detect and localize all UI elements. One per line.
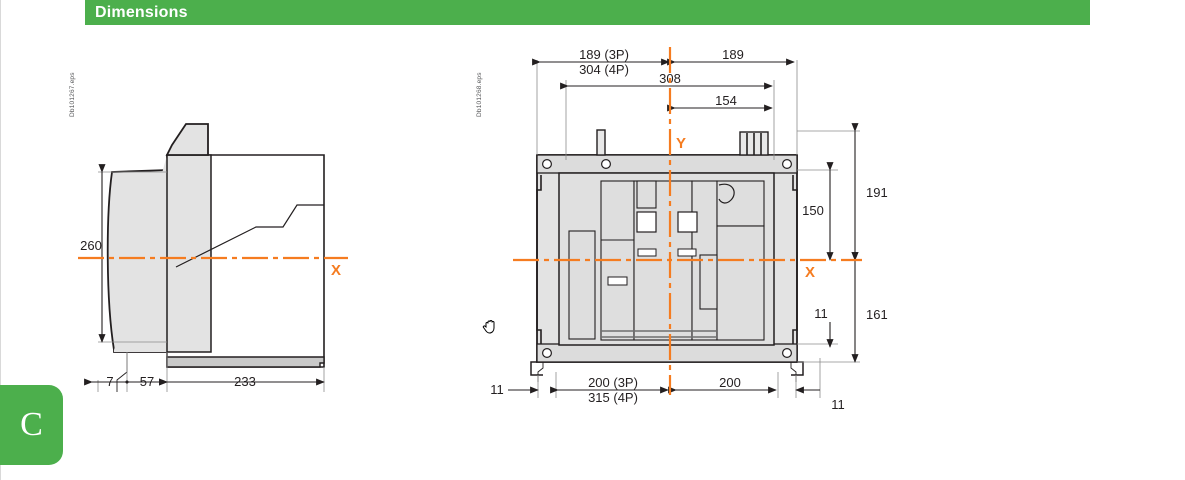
side-view-top-lug bbox=[165, 123, 209, 156]
dim-label-154: 154 bbox=[715, 93, 737, 108]
axis-label-x-front-view: X bbox=[805, 264, 815, 281]
handle-arc-icon bbox=[718, 183, 735, 204]
dim-label-304-4p: 304 (4P) bbox=[579, 62, 629, 77]
bolt-hole-top-right bbox=[781, 159, 792, 170]
dim-label-57: 57 bbox=[140, 374, 154, 389]
dim-label-233: 233 bbox=[234, 374, 256, 389]
indicator-window-right bbox=[677, 211, 698, 233]
dim-label-11-right-vertical: 11 bbox=[814, 306, 828, 321]
chapter-tab: C bbox=[0, 385, 63, 465]
dim-label-7: 7 bbox=[106, 374, 113, 389]
front-view-bottom-band bbox=[536, 343, 798, 363]
axis-label-y-front-view: Y bbox=[676, 135, 686, 152]
page-left-rule bbox=[0, 0, 1, 480]
side-view-drawing: 260 7 57 233 X bbox=[78, 123, 348, 392]
dim-label-11-bottom-left: 11 bbox=[490, 382, 504, 397]
side-view-base-plate bbox=[166, 356, 325, 368]
terminal-post-left bbox=[596, 129, 606, 156]
front-view-drawing: 189 (3P) 304 (4P) 189 308 154 191 150 bbox=[490, 47, 888, 412]
dim-label-150: 150 bbox=[802, 203, 824, 218]
side-view-profile-step bbox=[175, 204, 324, 268]
indicator-window-left bbox=[636, 211, 657, 233]
foot-bracket-left bbox=[530, 361, 543, 376]
dim-label-161: 161 bbox=[866, 307, 888, 322]
panel-right-lower bbox=[716, 225, 765, 341]
front-view-top-band bbox=[536, 154, 798, 174]
dim-label-189-3p: 189 (3P) bbox=[579, 47, 629, 62]
slot-lower-left bbox=[607, 276, 628, 286]
bolt-hole-top-left bbox=[541, 159, 552, 170]
chapter-tab-label: C bbox=[20, 406, 43, 443]
module-left-narrow bbox=[568, 230, 596, 340]
dim-label-189-right: 189 bbox=[722, 47, 744, 62]
bolt-hole-top-mid bbox=[600, 159, 611, 170]
dim-label-260: 260 bbox=[80, 238, 102, 253]
slot-left bbox=[637, 248, 657, 257]
foot-detail-left bbox=[537, 362, 544, 382]
sub-bar-right bbox=[699, 254, 718, 310]
side-view-escutcheon bbox=[166, 154, 212, 353]
page-title: Dimensions bbox=[95, 4, 188, 21]
dim-label-200-right: 200 bbox=[719, 375, 741, 390]
bolt-hole-bottom-left bbox=[541, 348, 552, 359]
side-view-cover-fill bbox=[114, 155, 167, 352]
section-header-bar bbox=[85, 0, 1090, 25]
slot-right bbox=[677, 248, 697, 257]
terminal-block-top bbox=[636, 180, 657, 209]
bolt-hole-bottom-right bbox=[781, 348, 792, 359]
dim-label-200-3p: 200 (3P) bbox=[588, 375, 638, 390]
side-view-bracket bbox=[116, 352, 128, 392]
foot-bracket-right bbox=[791, 361, 804, 376]
grab-hand-cursor bbox=[482, 316, 500, 336]
front-view-right-rail bbox=[792, 175, 798, 344]
dim-label-315-4p: 315 (4P) bbox=[588, 390, 638, 405]
axis-label-x-side-view: X bbox=[331, 262, 341, 279]
dim-label-11-bottom-right: 11 bbox=[831, 397, 845, 412]
dim-label-191: 191 bbox=[866, 185, 888, 200]
foot-detail-right bbox=[790, 362, 797, 382]
